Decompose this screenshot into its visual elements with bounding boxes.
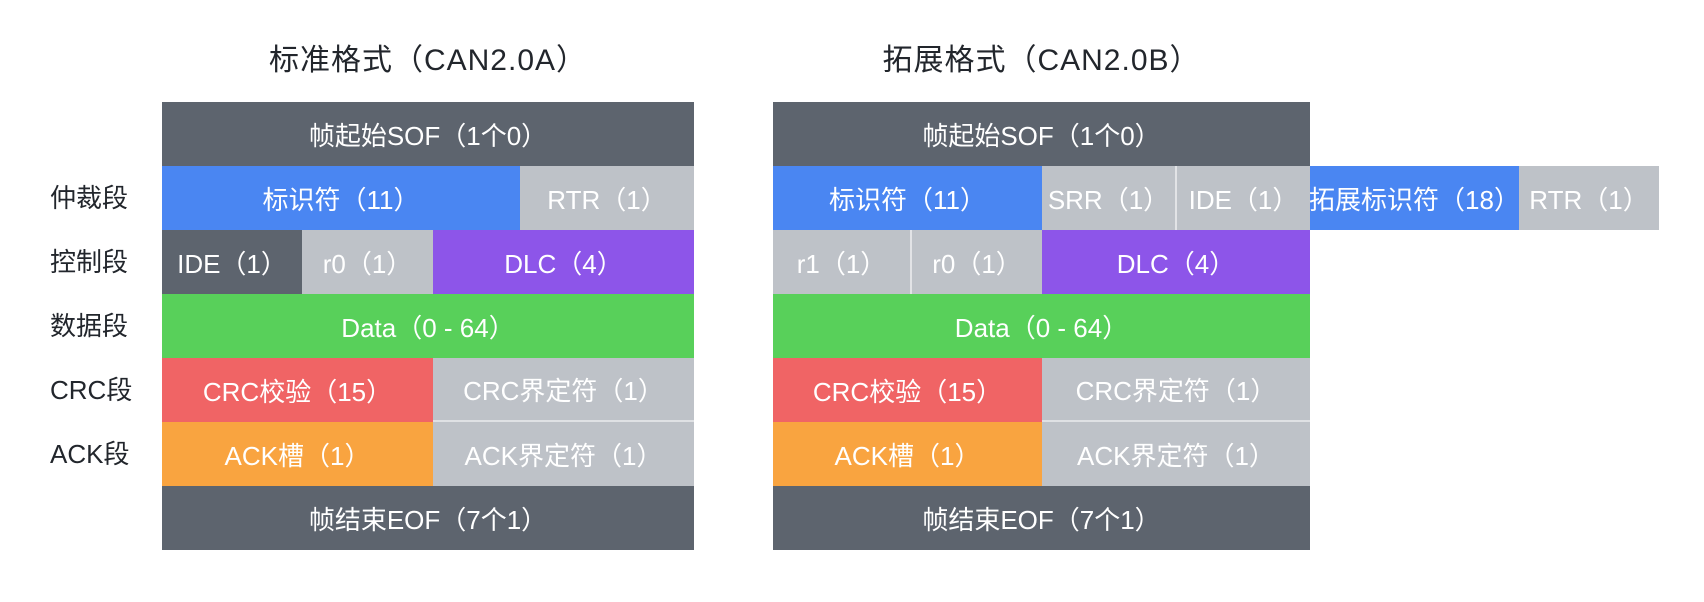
segment-ack-slot: ACK槽（1） <box>162 422 433 486</box>
extended-format-title: 拓展格式（CAN2.0B） <box>882 44 1201 77</box>
segment-ide: IDE（1） <box>162 230 302 294</box>
segment-dlc: DLC（4） <box>433 230 694 294</box>
segment-extended-identifier: 拓展标识符（18） <box>1309 166 1520 230</box>
segment-rtr: RTR（1） <box>1519 166 1659 230</box>
row-label-ack: ACK段 <box>50 439 130 469</box>
segment-r0: r0（1） <box>302 230 433 294</box>
segment-ack-slot: ACK槽（1） <box>773 422 1042 486</box>
segment-identifier: 标识符（11） <box>773 166 1042 230</box>
segment-crc-delimiter: CRC界定符（1） <box>433 358 694 422</box>
segment-frame-start-sof: 帧起始SOF（1个0） <box>773 102 1310 166</box>
segment-r1: r1（1） <box>773 230 912 294</box>
row-label-crc: CRC段 <box>50 375 133 405</box>
segment-ack-delimiter: ACK界定符（1） <box>1042 422 1310 486</box>
segment-identifier: 标识符（11） <box>162 166 520 230</box>
row-label-control: 控制段 <box>50 247 129 277</box>
segment-frame-end-eof: 帧结束EOF（7个1） <box>162 486 694 550</box>
segment-crc-check: CRC校验（15） <box>162 358 433 422</box>
row-label-data: 数据段 <box>50 311 129 341</box>
segment-frame-end-eof: 帧结束EOF（7个1） <box>773 486 1310 550</box>
segment-data-field: Data（0 - 64） <box>162 294 694 358</box>
segment-dlc: DLC（4） <box>1042 230 1310 294</box>
segment-crc-check: CRC校验（15） <box>773 358 1042 422</box>
segment-r0: r0（1） <box>912 230 1042 294</box>
segment-data-field: Data（0 - 64） <box>773 294 1310 358</box>
row-label-arbitration: 仲裁段 <box>50 183 129 213</box>
standard-format-title: 标准格式（CAN2.0A） <box>268 44 588 77</box>
segment-crc-delimiter: CRC界定符（1） <box>1042 358 1310 422</box>
segment-frame-start-sof: 帧起始SOF（1个0） <box>162 102 694 166</box>
segment-ack-delimiter: ACK界定符（1） <box>433 422 694 486</box>
segment-srr: SRR（1） <box>1042 166 1177 230</box>
segment-rtr: RTR（1） <box>520 166 694 230</box>
segment-ide: IDE（1） <box>1177 166 1310 230</box>
